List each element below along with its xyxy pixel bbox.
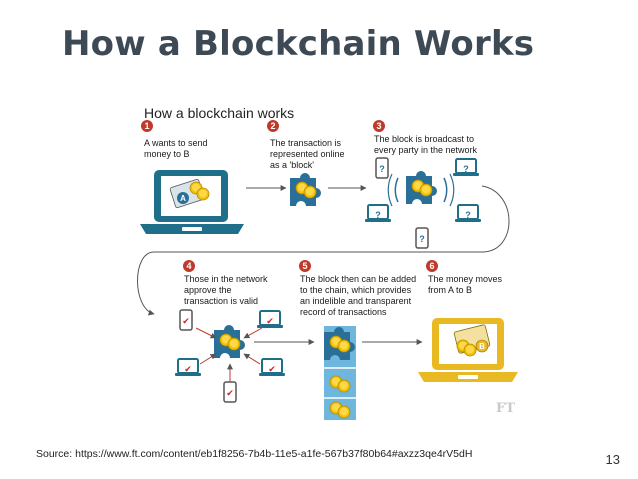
svg-text:?: ? (419, 234, 425, 244)
svg-text:?: ? (465, 210, 471, 220)
svg-text:✔: ✔ (182, 317, 190, 327)
step-2-number: 2 (270, 121, 275, 131)
svg-text:?: ? (379, 164, 385, 174)
step-1-badge (141, 120, 153, 132)
diagram-heading: How a blockchain works (144, 105, 294, 121)
receiver-badge: B (479, 342, 485, 351)
broadcast-network-icon: ? ? ? ? ? (364, 157, 482, 249)
slide-title: How a Blockchain Works (62, 24, 535, 64)
svg-text:?: ? (463, 164, 469, 174)
step-3-line-1: The block is broadcast to (374, 134, 474, 144)
approval-network-icon: ✔ ✔ ✔ ✔ ✔ (174, 309, 286, 403)
svg-text:✔: ✔ (266, 317, 274, 327)
node-laptop-icon: ? (364, 204, 392, 223)
receiver-laptop-icon: B (418, 318, 518, 382)
step-2-line-2: represented online (270, 149, 345, 159)
step-4-line-1: Those in the network (184, 274, 268, 284)
step-6-badge (426, 260, 438, 272)
step-2-badge (267, 120, 279, 132)
step-6: 6 The money moves from A to B (426, 260, 503, 295)
step-5-line-3: an indelible and transparent (300, 296, 412, 306)
sender-badge: A (180, 194, 186, 203)
step-5-line-2: to the chain, which provides (300, 285, 412, 295)
step-3: 3 The block is broadcast to every party … (373, 120, 478, 155)
step-4: 4 Those in the network approve the trans… (183, 260, 268, 306)
svg-text:✔: ✔ (184, 365, 192, 375)
step-6-line-1: The money moves (428, 274, 503, 284)
step-4-line-2: approve the (184, 285, 232, 295)
approved-laptop-icon: ✔ (258, 358, 286, 377)
approved-phone-icon: ✔ (223, 381, 237, 403)
step-4-line-3: transaction is valid (184, 296, 258, 306)
step-3-number: 3 (376, 121, 381, 131)
page-number: 13 (605, 452, 620, 467)
step-4-badge (183, 260, 195, 272)
step-2: 2 The transaction is represented online … (267, 120, 345, 170)
step-4-number: 4 (186, 261, 191, 271)
svg-text:✔: ✔ (268, 365, 276, 375)
step-1-line-2: money to B (144, 149, 190, 159)
svg-text:✔: ✔ (226, 389, 234, 399)
node-phone-icon: ? (415, 227, 429, 249)
source-citation: Source: https://www.ft.com/content/eb1f8… (36, 448, 473, 460)
ft-watermark: FT (496, 401, 515, 416)
step-1-number: 1 (144, 121, 149, 131)
approved-laptop-icon: ✔ (174, 358, 202, 377)
approved-laptop-icon: ✔ (256, 310, 284, 329)
step-3-badge (373, 120, 385, 132)
blockchain-diagram: How a blockchain works 1 A wants to send… (126, 102, 522, 420)
sender-laptop-icon: A (140, 170, 244, 234)
step-2-line-3: as a 'block' (270, 160, 314, 170)
step-5-line-1: The block then can be added (300, 274, 416, 284)
svg-text:?: ? (375, 210, 381, 220)
step-1-line-1: A wants to send (144, 138, 208, 148)
step-3-line-2: every party in the network (374, 145, 478, 155)
step-6-number: 6 (429, 261, 434, 271)
step-6-line-2: from A to B (428, 285, 472, 295)
approved-phone-icon: ✔ (179, 309, 193, 331)
step-5-number: 5 (302, 261, 307, 271)
chain-stack-icon (324, 326, 356, 420)
arrow-3-to-4 (137, 185, 510, 316)
step-1: 1 A wants to send money to B (141, 120, 208, 159)
node-laptop-icon: ? (452, 158, 480, 177)
node-laptop-icon: ? (454, 204, 482, 223)
diagram-canvas: How a blockchain works 1 A wants to send… (137, 105, 518, 420)
step-5-line-4: record of transactions (300, 307, 387, 317)
step-5-badge (299, 260, 311, 272)
step-5: 5 The block then can be added to the cha… (299, 260, 416, 317)
step-2-line-1: The transaction is (270, 138, 342, 148)
block-puzzle-icon (290, 173, 321, 206)
node-phone-icon: ? (375, 157, 389, 179)
